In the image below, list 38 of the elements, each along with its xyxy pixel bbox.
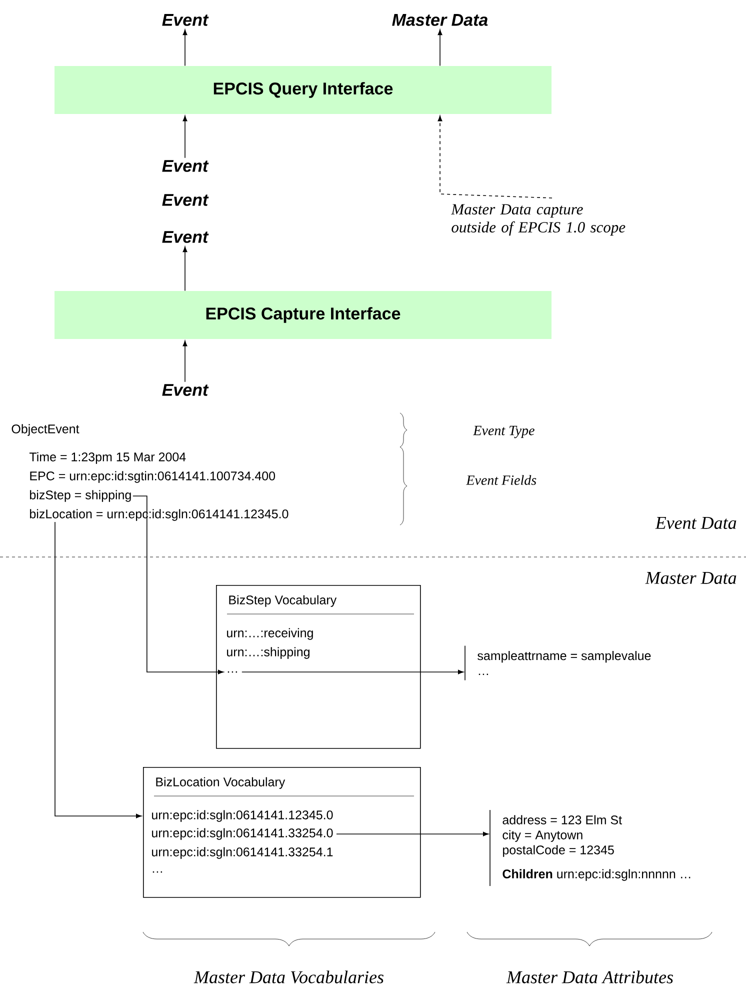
vocabulary-entry: … [152, 871, 162, 873]
vocabulary-entry: urn:…:shipping [227, 647, 310, 659]
arrow [438, 29, 442, 66]
arrow [182, 340, 188, 382]
arrow [336, 832, 489, 836]
arrow [242, 670, 464, 674]
section-label: Event Data [655, 517, 736, 529]
arrow [182, 29, 188, 66]
vocabulary-entry: urn:…:receiving [227, 628, 313, 640]
brace-caption: Master Data Vocabularies [194, 970, 384, 984]
arrow [54, 522, 142, 818]
event-label: Event [162, 160, 209, 172]
interface-box: EPCIS Capture Interface [54, 291, 552, 339]
attribute-list: address = 123 Elm St city = Anytown postalCode = 12345 Children urn:epc:id:sgln:nnnnn … [490, 810, 690, 886]
output-label: Master Data [392, 14, 488, 26]
arrow [132, 496, 224, 674]
brace-caption: Master Data Attributes [506, 970, 673, 984]
field-text: bizStep = shipping [30, 490, 131, 502]
vocabulary-entry: urn:epc:id:sgln:0614141.33254.0 [152, 828, 333, 840]
section-label: Master Data [645, 572, 736, 584]
vocabulary-entry: urn:epc:id:sgln:0614141.12345.0 [152, 810, 333, 822]
arrow [182, 116, 188, 158]
vocabulary-entry: urn:epc:id:sgln:0614141.33254.1 [152, 847, 333, 859]
attribute-list: sampleattrname = samplevalue … [464, 645, 651, 681]
interface-box: EPCIS Query Interface [54, 66, 552, 114]
vocabulary-entry: … [228, 671, 237, 673]
annotation-text: Event Type [473, 426, 534, 438]
arrow [182, 246, 188, 292]
event-label: Event [162, 384, 209, 396]
dashed-arrow [438, 116, 552, 198]
event-label: Event [162, 231, 209, 243]
output-label: Event [162, 14, 209, 26]
note-text: Master Data capture outside of EPCIS 1.0 scope [451, 204, 626, 236]
field-text: EPC = urn:epc:id:sgtin:0614141.100734.400 [30, 471, 276, 483]
annotation-text: Event Fields [466, 475, 536, 485]
event-type-text: ObjectEvent [12, 424, 80, 436]
event-label: Event [162, 194, 209, 206]
field-text: Time = 1:23pm 15 Mar 2004 [29, 452, 186, 464]
